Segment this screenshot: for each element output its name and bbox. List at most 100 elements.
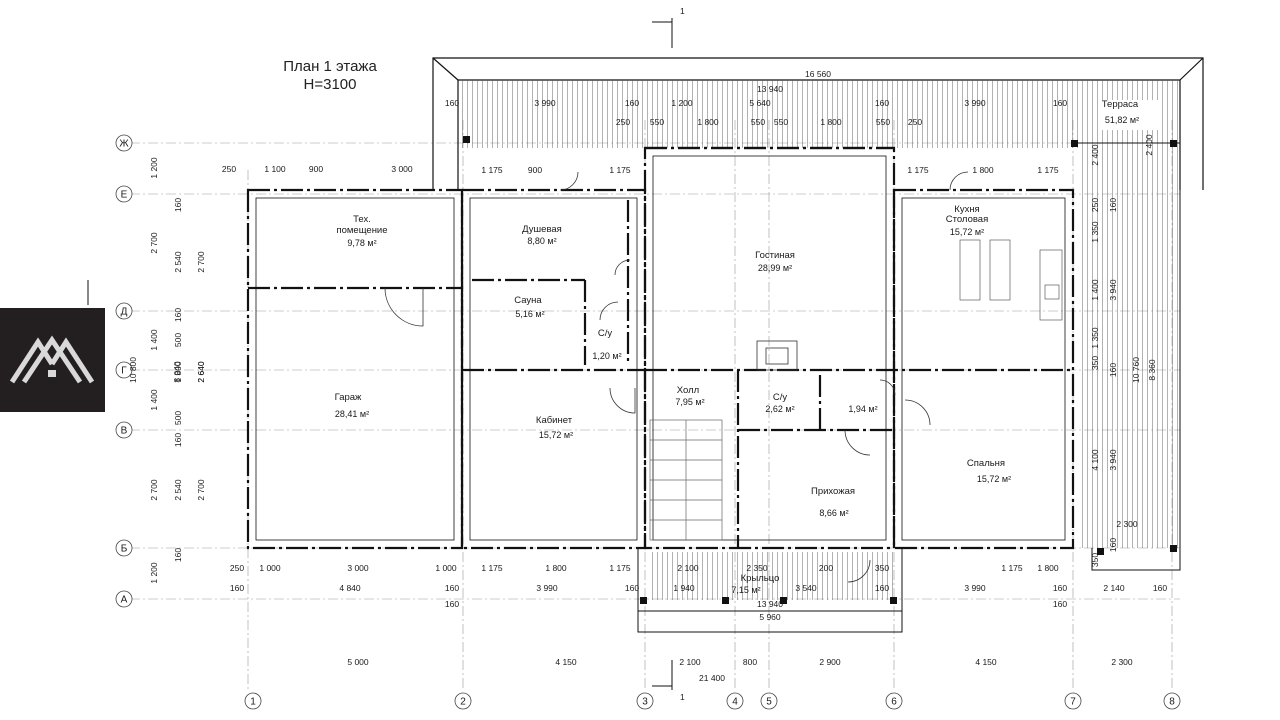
dim-left-inner: 160 [173,308,183,322]
dim-bottom-row2: 1 940 [673,583,695,593]
axis-letter-label: Ж [119,139,129,150]
room-closet-area: 1,94 м² [848,404,877,414]
dim-bottom-row1: 3 000 [347,563,369,573]
dim-top-row2: 550 [774,117,788,127]
dim-right-outer: 1 350 [1090,327,1100,349]
dim-bottom-row1: 1 800 [1037,563,1059,573]
dim-bottom-row1: 1 175 [609,563,631,573]
dim-left-outer: 1 200 [149,562,159,584]
dim-top-row3: 1 175 [907,165,929,175]
dim-bottom-row1: 250 [230,563,244,573]
dim-bottom-row1: 1 175 [1001,563,1023,573]
room-kitchen-name2: Столовая [946,214,988,225]
dim-left-wing: 8 040 [172,361,182,383]
room-tech-name2: помещение [336,225,387,236]
grid-lines [130,120,1180,690]
room-living-name: Гостиная [755,250,795,261]
dim-axes-spacing: 4 150 [975,657,997,667]
dim-bottom-row1: 2 350 [746,563,768,573]
dim-top-row1: 3 990 [964,98,986,108]
dim-bottom-row2: 2 140 [1103,583,1125,593]
dim-top-row4: 3 000 [391,164,413,174]
axis-bubble-2 [115,302,133,320]
dim-bottom-row1: 2 100 [677,563,699,573]
dim-left-inner: 500 [173,333,183,347]
kitchen-furniture [959,239,1063,321]
axis-number-bubble-6 [1064,692,1082,710]
dim-left-outer: 1 400 [149,389,159,411]
dim-porch-width: 5 960 [759,612,781,622]
axis-bubble-3 [115,361,133,379]
dim-bottom-row2: 3 990 [536,583,558,593]
room-wc2-name: С/у [773,392,788,403]
room-sauna-area: 5,16 м² [515,309,544,319]
dim-left-outer: 2 700 [149,479,159,501]
dim-top-row3: 1 175 [481,165,503,175]
section-mark-bottom: 1 [680,692,685,702]
dim-bottom-row2: 160 [1153,583,1167,593]
room-terrace-name: Терраса [1102,99,1139,110]
dim-top-row1: 1 200 [671,98,693,108]
dim-axes-spacing: 2 900 [819,657,841,667]
room-sauna-name: Сауна [514,295,542,306]
room-tech-name: Тех. [353,214,371,225]
dim-right-outer: 350 [1090,553,1100,567]
dim-left-mid: 2 700 [196,479,206,501]
room-garage-name: Гараж [335,392,362,403]
columns [463,136,1177,604]
dim-bottom-row2: 160 [445,583,459,593]
dim-left-mid: 2 640 [196,361,206,383]
axis-number-bubble-7 [1163,692,1181,710]
axis-number-bubble-0 [244,692,262,710]
door-swings [384,171,969,583]
dim-right-wing: 8 360 [1147,359,1157,381]
room-bedroom-area: 15,72 м² [977,474,1011,484]
dim-axes-spacing: 2 100 [679,657,701,667]
dim-axes-spacing: 2 300 [1111,657,1133,667]
dim-terrace-width: 2 300 [1116,519,1138,529]
room-hall-name: Холл [677,385,699,396]
axis-number-label: 4 [732,697,738,708]
dim-right-inner: 3 940 [1108,449,1118,471]
axis-bubble-5 [115,539,133,557]
axis-number-label: 1 [250,697,256,708]
dim-bottom-row2: 4 840 [339,583,361,593]
room-terrace-area: 51,82 м² [1105,115,1139,125]
dim-top-row3: 1 175 [1037,165,1059,175]
dim-left-total: 10 800 [128,357,138,383]
dim-left-mid: 2 700 [196,251,206,273]
axis-bubble-4 [115,421,133,439]
dim-left-inner: 160 [173,433,183,447]
dim-right-outer: 1 350 [1090,221,1100,243]
room-entry-name: Прихожая [811,486,855,497]
dim-left-outer: 1 200 [149,157,159,179]
dim-right-inner: 160 [1108,198,1118,212]
room-tech-area: 9,78 м² [347,238,376,248]
dim-bottom-row2: 160 [625,583,639,593]
dim-top-row3: 1 800 [972,165,994,175]
dim-top-row2: 250 [616,117,630,127]
dim-bottom-row1: 1 175 [481,563,503,573]
dim-bottom-row3: 13 940 [757,599,783,609]
axis-number-label: 7 [1070,697,1076,708]
deck-hatching [458,80,1180,600]
axis-number-label: 6 [891,697,897,708]
dim-right-inner: 160 [1108,363,1118,377]
dim-bottom-row2: 160 [230,583,244,593]
walls [246,146,1075,550]
room-porch-name: Крыльцо [741,573,780,584]
room-kitchen-area: 15,72 м² [950,227,984,237]
dim-left-outer: 1 400 [149,329,159,351]
dim-axes-spacing: 4 150 [555,657,577,667]
axis-letter-label: В [121,426,128,437]
room-garage-area: 28,41 м² [335,409,369,419]
room-shower-name: Душевая [522,224,562,235]
dim-top-row2: 1 800 [820,117,842,127]
axis-number-label: 5 [766,697,772,708]
dim-top-row1: 160 [875,98,889,108]
dim-bottom-row3: 160 [445,599,459,609]
dim-left-inner: 2 540 [173,479,183,501]
axis-number-label: 2 [460,697,466,708]
axis-number-bubble-3 [726,692,744,710]
